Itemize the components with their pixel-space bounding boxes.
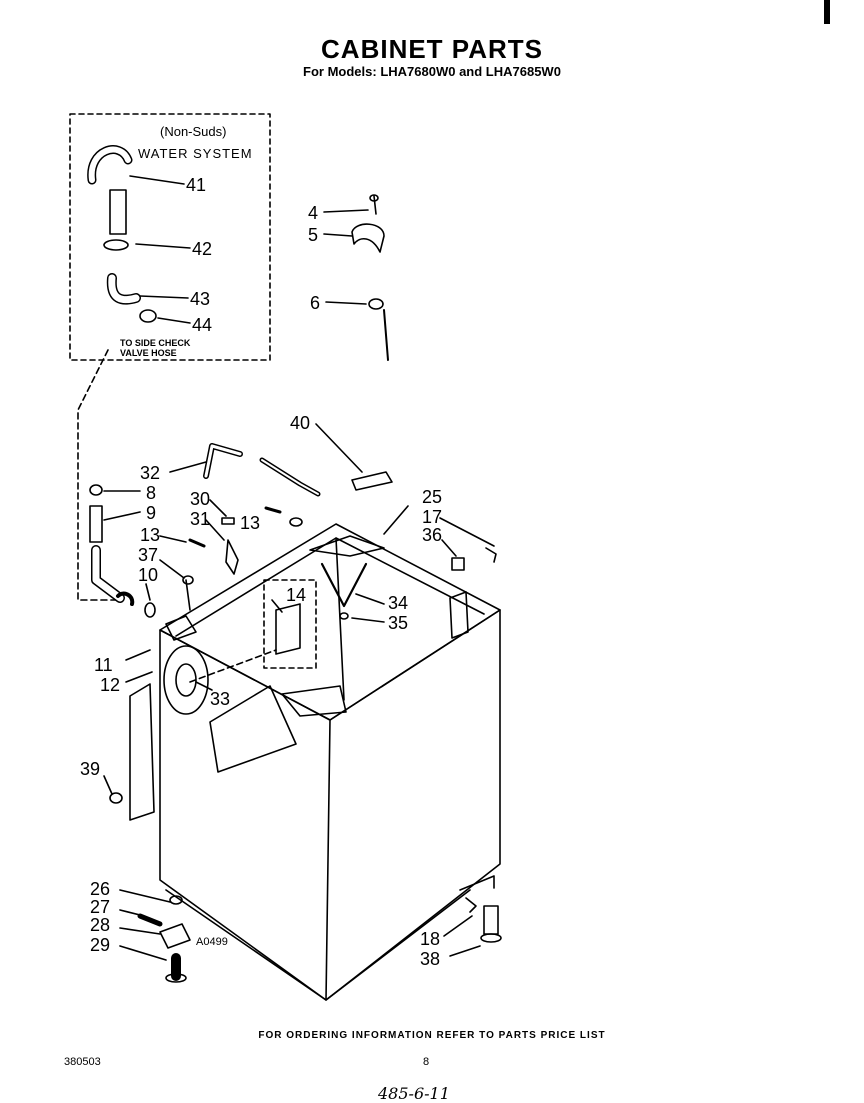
callout-38: 38 [420,949,441,969]
inset-note-line2: VALVE HOSE [120,348,177,358]
callout-14: 14 [286,585,307,605]
callout-31: 31 [190,509,211,529]
page-number: 8 [423,1056,430,1068]
callout-27: 27 [90,897,111,917]
callout-35: 35 [388,613,409,633]
foot-28 [159,923,191,949]
ring-6 [368,298,384,310]
callout-28: 28 [90,915,111,935]
cap-8 [89,484,103,496]
clamp-5 [351,223,385,253]
callout-44: 44 [192,315,213,335]
inset-leader [77,349,121,601]
clamp-44 [139,309,157,323]
callout-12: 12 [100,675,121,695]
callout-4: 4 [308,203,319,223]
inset-box [69,113,271,361]
callout-8: 8 [146,483,157,503]
page-title: CABINET PARTS [321,34,543,64]
clip-30 [221,517,235,525]
callout-33: 33 [210,689,231,709]
callout-9: 9 [146,503,157,523]
callout-13-upper: 13 [240,513,261,533]
cabinet-body [129,523,501,1001]
callout-10: 10 [138,565,159,585]
inset-note-line1: TO SIDE CHECK [120,338,191,348]
callout-41: 41 [186,175,207,195]
callout-13-left: 13 [140,525,161,545]
figure-code: A0499 [196,936,228,948]
bracket-40 [351,471,393,491]
ordering-footer: FOR ORDERING INFORMATION REFER TO PARTS … [258,1030,606,1041]
callout-29: 29 [90,935,111,955]
clip-31 [225,539,239,575]
callout-36: 36 [422,525,443,545]
model-subtitle: For Models: LHA7680W0 and LHA7685W0 [303,64,561,79]
callout-26: 26 [90,879,111,899]
inset-label-water-system: WATER SYSTEM [138,146,253,161]
hose-41 [109,189,127,235]
callout-17: 17 [422,507,443,527]
callout-32: 32 [140,463,161,483]
callout-18: 18 [420,929,441,949]
callout-25: 25 [422,487,443,507]
callout-42: 42 [192,239,213,259]
inset-label-non-suds: (Non-Suds) [160,124,227,139]
handwritten-note: 485-6-11 [378,1084,450,1103]
callout-6: 6 [310,293,321,313]
callout-30: 30 [190,489,211,509]
callout-43: 43 [190,289,211,309]
page-edge-mark [824,0,830,24]
screw-4 [373,195,377,215]
callout-34: 34 [388,593,409,613]
callout-37: 37 [138,545,159,565]
page-reference: 380503 [64,1056,101,1068]
callout-11: 11 [94,655,113,675]
ring-42 [103,239,129,251]
callout-5: 5 [308,225,319,245]
washer-10 [144,602,156,618]
callout-39: 39 [80,759,101,779]
valve-9 [89,505,103,543]
callout-40: 40 [290,413,311,433]
